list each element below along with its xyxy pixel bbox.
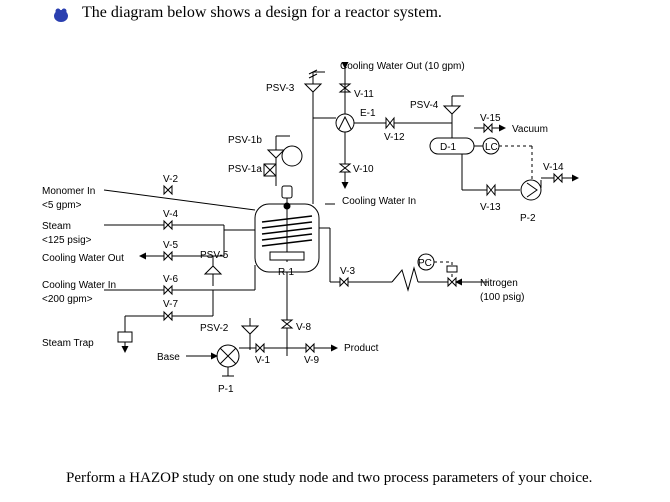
pump-p2 bbox=[520, 177, 560, 201]
psv-2 bbox=[240, 318, 260, 350]
label-v1: V-1 bbox=[255, 355, 270, 366]
psv-4 bbox=[442, 95, 464, 123]
valve-v1 bbox=[255, 342, 265, 354]
nitrogen-line bbox=[319, 227, 488, 292]
label-v3: V-3 bbox=[340, 266, 355, 277]
label-v12: V-12 bbox=[384, 132, 405, 143]
label-lc: LC bbox=[485, 142, 498, 153]
label-v8: V-8 bbox=[296, 322, 311, 333]
label-psv4: PSV-4 bbox=[410, 100, 439, 111]
label-psv2: PSV-2 bbox=[200, 323, 229, 334]
label-psv3: PSV-3 bbox=[266, 83, 295, 94]
question-text: The diagram below shows a design for a r… bbox=[82, 4, 442, 21]
label-cooling-water-in-left: Cooling Water In bbox=[42, 280, 116, 291]
label-d1: D-1 bbox=[440, 142, 457, 153]
label-cooling-water-out-top: Cooling Water Out (10 gpm) bbox=[340, 61, 465, 72]
valve-v8 bbox=[280, 319, 294, 329]
label-steam-pressure: <125 psig> bbox=[42, 235, 92, 246]
level-controller-lc bbox=[474, 137, 533, 190]
label-monomer-rate: <5 gpm> bbox=[42, 200, 82, 211]
label-product: Product bbox=[344, 343, 379, 354]
label-v14: V-14 bbox=[543, 162, 564, 173]
valve-v14 bbox=[553, 172, 579, 184]
question-header: The diagram below shows a design for a r… bbox=[52, 4, 652, 28]
label-v9: V-9 bbox=[304, 355, 319, 366]
condenser-e1 bbox=[335, 100, 430, 189]
label-v13: V-13 bbox=[480, 202, 501, 213]
label-nitrogen-pressure: (100 psig) bbox=[480, 292, 524, 303]
label-cooling-water-in-rate: <200 gpm> bbox=[42, 294, 93, 305]
valve-v7-steam-trap-line bbox=[117, 290, 214, 353]
label-v2: V-2 bbox=[163, 174, 178, 185]
label-cooling-water-out-left: Cooling Water Out bbox=[42, 253, 124, 264]
pressure-controller-pc bbox=[417, 253, 458, 278]
label-psv1a: PSV-1a bbox=[228, 164, 262, 175]
label-pc: PC bbox=[418, 258, 432, 269]
label-vacuum: Vacuum bbox=[512, 124, 548, 135]
label-v15: V-15 bbox=[480, 113, 501, 124]
label-steam: Steam bbox=[42, 221, 71, 232]
label-r1: R-1 bbox=[278, 267, 295, 278]
label-v5: V-5 bbox=[163, 240, 178, 251]
valve-v13 bbox=[486, 183, 496, 197]
valve-v9 bbox=[305, 342, 315, 354]
valve-v10 bbox=[338, 163, 352, 173]
label-psv1b: PSV-1b bbox=[228, 135, 262, 146]
label-monomer-in: Monomer In bbox=[42, 186, 95, 197]
psv-3 bbox=[303, 69, 325, 118]
label-e1: E-1 bbox=[360, 108, 376, 119]
pump-p1 bbox=[186, 344, 240, 377]
label-psv5: PSV-5 bbox=[200, 250, 229, 261]
label-steam-trap: Steam Trap bbox=[42, 338, 94, 349]
label-p1: P-1 bbox=[218, 384, 234, 395]
psv-1a bbox=[263, 163, 277, 177]
label-cooling-water-in-mid: Cooling Water In bbox=[342, 196, 416, 207]
cooling-water-out-line bbox=[139, 230, 225, 262]
valve-v11 bbox=[338, 62, 352, 100]
cooling-water-in-line bbox=[104, 265, 256, 296]
label-v4: V-4 bbox=[163, 209, 178, 220]
label-v6: V-6 bbox=[163, 274, 178, 285]
valve-v12 bbox=[385, 116, 395, 130]
label-v11: V-11 bbox=[354, 89, 374, 100]
label-nitrogen: Nitrogen bbox=[480, 278, 518, 289]
label-base: Base bbox=[157, 352, 180, 363]
valve-v15 bbox=[474, 122, 506, 134]
label-p2: P-2 bbox=[520, 213, 536, 224]
question-footer: Perform a HAZOP study on one study node … bbox=[66, 470, 593, 486]
label-v10: V-10 bbox=[353, 164, 374, 175]
steam-feed-line bbox=[104, 219, 255, 231]
drum-d1 bbox=[429, 122, 475, 155]
bullet-icon bbox=[54, 8, 68, 22]
psv-1b bbox=[266, 135, 290, 186]
reactor-r1 bbox=[254, 185, 320, 316]
label-v7: V-7 bbox=[163, 299, 178, 310]
rupture-disk bbox=[281, 145, 303, 167]
psv-5 bbox=[203, 256, 223, 286]
monomer-feed-line bbox=[103, 184, 256, 211]
